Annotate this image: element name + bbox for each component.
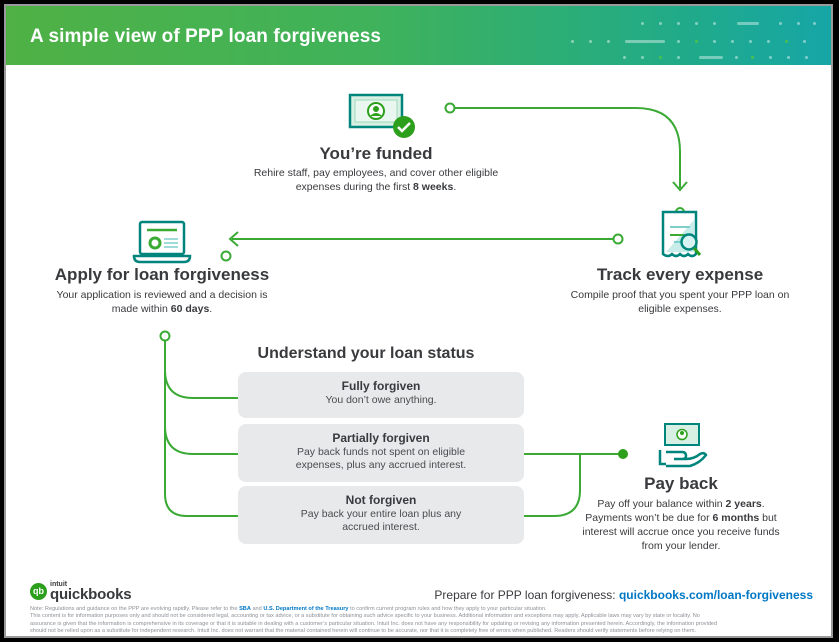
desc-line: Your application is reviewed and a decis… <box>56 289 268 301</box>
status-card-partially-forgiven: Partially forgiven Pay back funds not sp… <box>238 424 524 482</box>
connector-apply-trunk <box>164 340 264 517</box>
sba-link[interactable]: SBA <box>239 606 251 612</box>
highlight-duration: 6 months <box>712 512 760 524</box>
status-card-desc: You don’t owe anything. <box>325 394 437 406</box>
status-card-desc: Pay back your entire loan plus any accru… <box>300 508 462 533</box>
prepare-callout: Prepare for PPP loan forgiveness: quickb… <box>434 588 813 602</box>
desc-line: Compile proof that you spent your PPP lo… <box>570 289 790 301</box>
desc-line: made within <box>111 303 171 315</box>
desc-line: interest will accrue once you receive fu… <box>582 526 780 538</box>
loan-forgiveness-link[interactable]: quickbooks.com/loan-forgiveness <box>618 588 813 602</box>
highlight-duration: 60 days <box>170 303 210 315</box>
status-card-fully-forgiven: Fully forgiven You don’t owe anything. <box>238 372 524 418</box>
decorative-dots <box>561 18 821 59</box>
note-text: This content is for information purposes… <box>30 613 700 620</box>
connector-to-fully <box>164 369 262 399</box>
step-track-title: Track every expense <box>596 265 764 284</box>
desc-line: expenses during the first <box>295 181 414 193</box>
hand-money-icon <box>658 423 708 468</box>
status-heading: Understand your loan status <box>257 345 475 362</box>
disclaimer-note: Note: Regulations and guidance on the PP… <box>30 606 820 636</box>
connector-to-partial <box>164 425 264 455</box>
desc-line: Rehire staff, pay employees, and cover o… <box>253 167 499 179</box>
desc-line: but <box>759 512 777 524</box>
node-apply-out <box>159 330 171 342</box>
treasury-link[interactable]: U.S. Department of the Treasury <box>263 606 349 612</box>
desc-line: eligible expenses. <box>638 303 722 315</box>
desc-line: from your lender. <box>641 540 721 552</box>
status-card-title: Not forgiven <box>345 493 417 507</box>
header-banner: A simple view of PPP loan forgiveness <box>6 6 831 65</box>
infographic-frame: A simple view of PPP loan forgiveness <box>4 4 833 638</box>
note-text: and <box>250 606 264 612</box>
connector-not-to-payback <box>506 454 581 517</box>
status-card-desc: Pay back funds not spent on eligible exp… <box>295 446 467 471</box>
receipt-magnifier-icon <box>661 210 702 258</box>
logo-quickbooks-text: quickbooks <box>50 586 132 603</box>
laptop-icon <box>132 220 192 264</box>
note-text: should not be relied upon as a substitut… <box>30 628 697 635</box>
step-funded-title: You’re funded <box>319 144 433 163</box>
desc-line: Payments won’t be due for <box>585 512 713 524</box>
node-track-out <box>612 233 624 245</box>
step-apply-desc: Your application is reviewed and a decis… <box>32 288 292 316</box>
connector-funded-to-track <box>450 107 681 188</box>
desc-line: Pay off your balance within <box>597 498 726 510</box>
logo-intuit-text: intuit <box>50 581 68 588</box>
arrowhead-down <box>672 181 688 192</box>
highlight-duration: 2 years <box>725 498 762 510</box>
desc-punct: . <box>761 498 765 510</box>
node-funded-out <box>444 102 456 114</box>
status-card-not-forgiven: Not forgiven Pay back your entire loan p… <box>238 486 524 544</box>
status-card-title: Fully forgiven <box>341 379 421 393</box>
step-payback-title: Pay back <box>644 474 718 493</box>
note-text: Note: Regulations and guidance on the PP… <box>30 606 240 612</box>
money-check-icon <box>348 93 415 138</box>
page-title: A simple view of PPP loan forgiveness <box>30 26 382 47</box>
step-track-desc: Compile proof that you spent your PPP lo… <box>550 288 810 316</box>
note-text: to confirm current program rules and how… <box>348 606 547 612</box>
step-payback-desc: Pay off your balance within 2 years. Pay… <box>571 497 791 553</box>
desc-punct: . <box>209 303 213 315</box>
status-card-title: Partially forgiven <box>332 431 430 445</box>
node-payback-in <box>618 449 628 459</box>
note-text: assurance is given that the information … <box>30 620 718 627</box>
arrowhead-left <box>228 231 239 247</box>
desc-punct: . <box>453 181 457 193</box>
qb-logo-icon: qb <box>30 583 47 600</box>
step-apply-title: Apply for loan forgiveness <box>54 265 270 284</box>
step-funded-desc: Rehire staff, pay employees, and cover o… <box>226 166 526 194</box>
highlight-duration: 8 weeks <box>413 181 454 193</box>
node-apply-in <box>220 250 232 262</box>
prepare-text: Prepare for PPP loan forgiveness: <box>434 588 619 602</box>
